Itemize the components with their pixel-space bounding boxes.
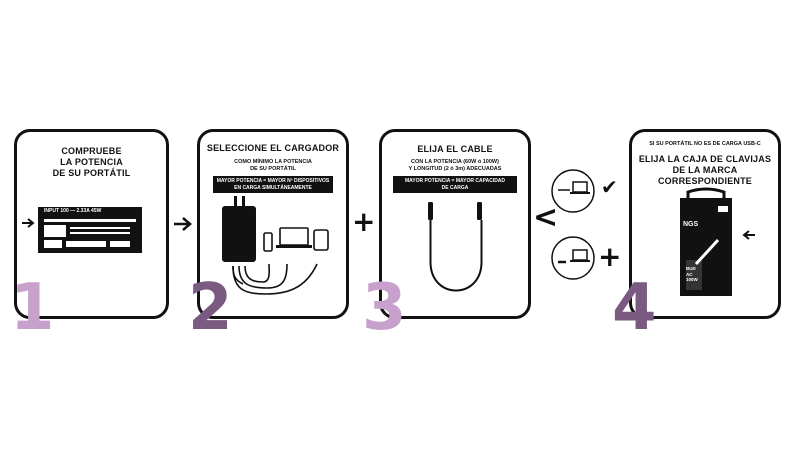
step-3-title: ELIJA EL CABLE — [417, 144, 493, 154]
arrow-right-icon — [22, 218, 35, 228]
checkmark-icon: ✔ — [601, 175, 618, 199]
plus-icon: + — [352, 205, 376, 238]
step-2-number: 2 — [188, 271, 233, 345]
step-3-number: 3 — [362, 271, 407, 345]
plus-icon: + — [598, 240, 622, 273]
usb-c-cable-icon — [428, 202, 483, 292]
step-3-bar: MAYOR POTENCIA = MAYOR CAPACIDAD DE CARG… — [393, 176, 517, 193]
laptop-usbc-icon — [551, 169, 595, 213]
plug-box-text: BUD AC 100W — [686, 266, 698, 282]
plug-box-brand: NGS — [683, 221, 699, 228]
rating-label-icon — [38, 207, 142, 253]
laptop-icon — [276, 227, 312, 248]
arrow-left-icon — [742, 230, 755, 240]
step-3-note: CON LA POTENCIA (60W ó 100W) Y LONGITUD … — [408, 159, 502, 172]
charger-icon — [222, 196, 256, 262]
phone-icon — [263, 232, 273, 252]
rating-label-text: INPUT 100 — 2.33A 45W — [44, 208, 102, 214]
step-2-bar: MAYOR POTENCIA = MAYOR Nº DISPOSITIVOS E… — [213, 176, 333, 193]
arrow-right-icon — [174, 217, 192, 231]
step-1-title: COMPRUEBE LA POTENCIA DE SU PORTÁTIL — [52, 146, 131, 178]
charger-cables-icon — [232, 263, 318, 295]
step-4-title: ELIJA LA CAJA DE CLAVIJAS DE LA MARCA CO… — [638, 154, 772, 186]
laptop-barrel-icon — [551, 236, 595, 280]
step-3-panel — [379, 129, 531, 319]
step-4-pre-note: SI SU PORTÁTIL NO ES DE CARGA USB-C — [649, 141, 761, 147]
tablet-icon — [313, 229, 329, 251]
branch-icon: < — [533, 200, 559, 235]
plug-box-icon — [680, 187, 732, 296]
step-1-number: 1 — [10, 271, 55, 345]
step-2-title: SELECCIONE EL CARGADOR — [206, 143, 340, 153]
step-2-note: COMO MÍNIMO LA POTENCIA DE SU PORTÁTIL — [234, 159, 312, 172]
step-4-number: 4 — [612, 271, 657, 345]
